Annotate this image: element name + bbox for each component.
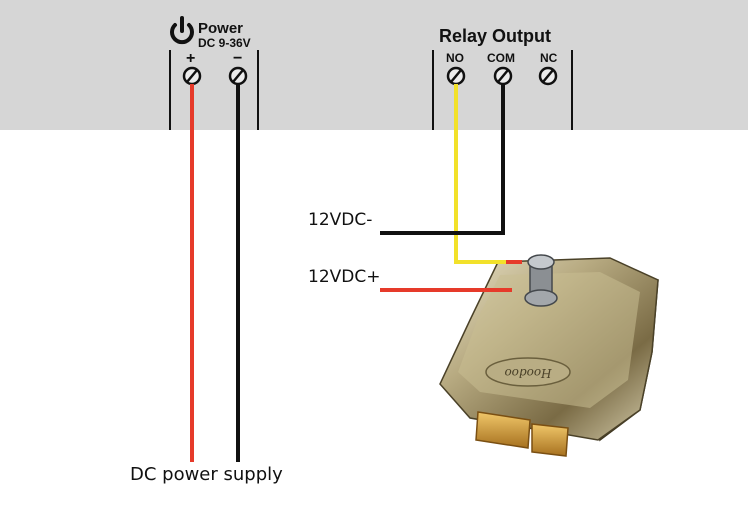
device-panel	[0, 0, 748, 130]
power-plus-label: +	[186, 50, 195, 67]
electric-lock: Hoodoo	[439, 254, 659, 457]
power-rating: DC 9-36V	[198, 36, 251, 50]
relay-title: Relay Output	[439, 26, 551, 46]
power-minus-label: −	[233, 50, 242, 67]
label-dc-power-supply: DC power supply	[130, 464, 283, 485]
relay-nc-screw-icon	[538, 66, 558, 86]
relay-nc-label: NC	[540, 51, 558, 65]
relay-no-label: NO	[446, 51, 464, 65]
label-12vdc-negative: 12VDC-	[308, 210, 372, 230]
power-icon	[170, 16, 194, 45]
power-minus-screw-icon	[228, 66, 248, 86]
power-title: Power	[198, 20, 243, 37]
relay-terminal-block	[432, 50, 573, 130]
relay-com-label: COM	[487, 51, 515, 65]
label-12vdc-positive: 12VDC+	[308, 267, 380, 287]
lock-brand-badge	[485, 357, 571, 387]
lock-brass-latch	[475, 411, 531, 449]
power-terminal-block	[169, 50, 259, 130]
com-black-wire	[380, 84, 505, 235]
lock-brand-text: Hoodoo	[504, 366, 552, 380]
yellow-wire	[454, 84, 518, 264]
relay-no-screw-icon	[446, 66, 466, 86]
relay-com-screw-icon	[493, 66, 513, 86]
power-plus-screw-icon	[182, 66, 202, 86]
